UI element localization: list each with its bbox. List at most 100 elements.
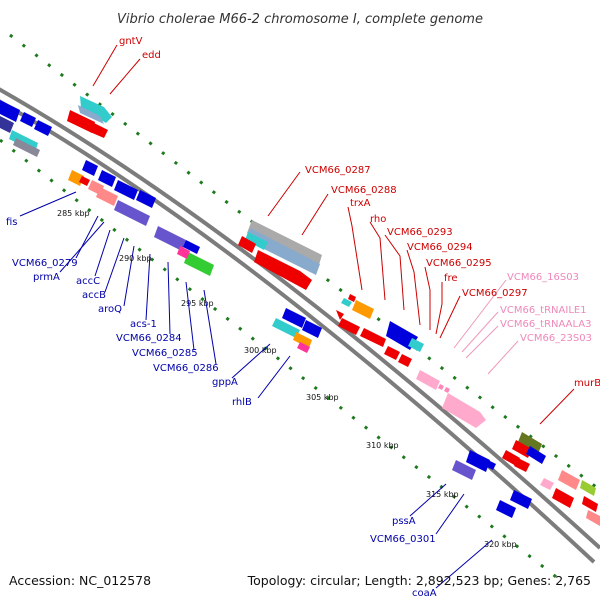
gene-acs-1	[114, 180, 138, 200]
forward-labels: gntV edd VCM66_0287 VCM66_0288 trxA rho …	[119, 36, 600, 389]
leader-vcm66-0297	[439, 295, 461, 339]
label-vcm66-0301: VCM66_0301	[370, 534, 436, 545]
gene-coaa-b	[496, 500, 516, 518]
leader-prma	[59, 221, 105, 273]
scale-label-305: 305 kbp	[306, 393, 339, 402]
leader-vcm66-0285	[185, 281, 195, 351]
scale-label-315: 315 kbp	[426, 490, 459, 499]
scale-label-300: 300 kbp	[244, 346, 277, 355]
gene-0287-cyan	[245, 232, 268, 250]
gene-vcm66-0285	[154, 226, 186, 251]
gene-0287-red-small	[238, 236, 256, 253]
topology-summary: Topology: circular; Length: 2,892,523 bp…	[247, 573, 591, 588]
leader-fre	[435, 282, 443, 335]
leader-vcm66-0284	[167, 261, 171, 335]
gene-murb	[518, 432, 542, 454]
label-pssa: pssA	[392, 516, 416, 527]
label-vcm66-0294: VCM66_0294	[407, 242, 473, 253]
gene-trxa	[341, 298, 352, 307]
label-trxa: trxA	[350, 198, 371, 209]
rna-leader-lines	[453, 279, 519, 375]
reverse-leader-lines	[19, 191, 493, 589]
gene-vcm66-0301-b	[485, 460, 496, 470]
scale-label-285: 285 kbp	[57, 209, 90, 218]
label-vcm66-0286: VCM66_0286	[153, 363, 219, 374]
gene-murb-c	[526, 446, 546, 464]
dotted-guides	[0, 33, 600, 582]
gene-0297-b	[398, 354, 412, 367]
leader-vcm66-16s03	[453, 279, 507, 349]
leader-gppa	[231, 343, 271, 379]
scale-label-290: 290 kbp	[119, 254, 152, 263]
gene-0288-red	[254, 250, 312, 290]
leader-vcm66-trnaala3	[465, 325, 499, 359]
label-vcm66-trnaile1: VCM66_tRNAILE1	[500, 305, 587, 316]
gene-fre	[408, 338, 424, 352]
gene-left-4	[34, 120, 52, 136]
leader-vcm66-0301	[435, 493, 465, 535]
gene-right-6	[586, 510, 600, 526]
map-title: Vibrio cholerae M66-2 chromosome I, comp…	[117, 12, 483, 27]
label-vcm66-23s03: VCM66_23S03	[520, 333, 592, 344]
label-vcm66-0297: VCM66_0297	[462, 288, 528, 299]
forward-features	[67, 96, 600, 526]
leader-vcm66-0294	[406, 249, 421, 326]
gene-0286-blue	[183, 240, 200, 254]
gene-aroq	[98, 170, 116, 187]
gene-edd	[67, 110, 95, 133]
gene-vcm66-0294	[360, 328, 386, 347]
leader-vcm66-trnaile1	[461, 311, 499, 353]
gene-vcm66-0293	[338, 318, 360, 335]
gene-rho-b	[336, 310, 344, 320]
label-prma: prmA	[33, 272, 60, 283]
leader-vcm66-23s03	[487, 340, 519, 375]
leader-trxa	[347, 206, 363, 291]
gene-accc	[96, 187, 118, 206]
gene-gppa-b	[272, 318, 300, 338]
gene-trxa-b	[348, 294, 356, 302]
trna-ala3	[444, 387, 450, 393]
label-vcm66-0287: VCM66_0287	[305, 165, 371, 176]
leader-gntv	[92, 44, 118, 87]
label-vcm66-0293: VCM66_0293	[387, 227, 453, 238]
trna-ile1	[438, 384, 444, 390]
gene-right-1	[558, 470, 580, 490]
gene-gntv-b	[78, 105, 104, 124]
backbone-inner	[0, 99, 596, 564]
leader-accb	[104, 237, 125, 293]
leader-rho	[369, 221, 386, 301]
gene-left-1	[0, 100, 20, 122]
gene-murb-d	[502, 450, 520, 466]
label-gppa: gppA	[212, 377, 238, 388]
label-aroq: aroQ	[98, 304, 122, 315]
gene-gntv	[80, 96, 112, 123]
leader-vcm66-0279	[75, 215, 99, 259]
leader-aroq	[123, 245, 135, 307]
label-vcm66-0284: VCM66_0284	[116, 333, 182, 344]
leader-vcm66-0286	[203, 289, 217, 365]
gene-right-2	[580, 480, 596, 496]
label-vcm66-0295: VCM66_0295	[426, 258, 492, 269]
gene-rho	[352, 300, 374, 319]
reverse-labels: fis VCM66_0279 prmA accC accB aroQ acs-1…	[6, 217, 437, 599]
leader-edd	[109, 58, 141, 95]
label-acs-1: acs-1	[130, 319, 157, 330]
label-fre: fre	[444, 273, 458, 284]
label-edd: edd	[142, 50, 161, 61]
gene-vcm66-0288	[246, 228, 320, 275]
gene-left-6	[13, 138, 40, 157]
gene-edd-b	[90, 122, 108, 138]
leader-vcm66-0293	[384, 234, 405, 311]
leader-vcm66-0287	[267, 171, 301, 217]
label-rhlb: rhlB	[232, 397, 252, 408]
gene-right-5	[582, 496, 598, 512]
label-vcm66-16s03: VCM66_16S03	[507, 272, 579, 283]
scale-label-310: 310 kbp	[366, 441, 399, 450]
gene-right-4	[552, 488, 574, 508]
gene-gppa	[282, 308, 306, 328]
gene-gppa-c	[293, 332, 312, 348]
label-accb: accB	[82, 290, 106, 301]
chromosome-backbone	[0, 87, 600, 564]
label-vcm66-trnaala3: VCM66_tRNAALA3	[500, 319, 592, 330]
gene-acs-1-b	[136, 190, 156, 208]
